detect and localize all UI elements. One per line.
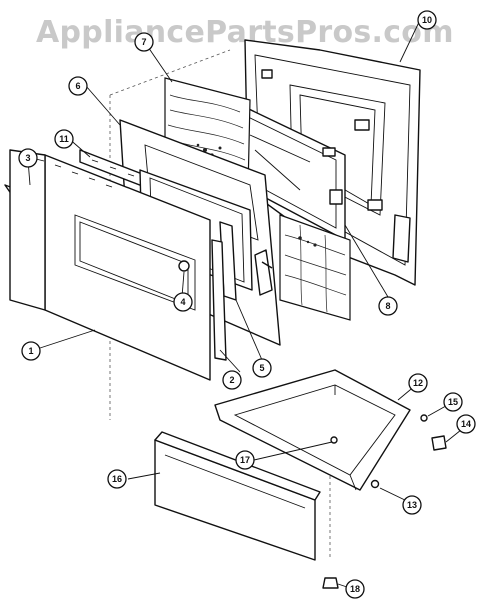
- glass-pack-part[interactable]: [229, 99, 346, 241]
- svg-text:18: 18: [350, 584, 360, 594]
- svg-text:12: 12: [413, 378, 423, 388]
- callout-18[interactable]: 18: [345, 579, 365, 599]
- door-gasket-part[interactable]: [359, 58, 463, 271]
- svg-text:2: 2: [229, 375, 234, 385]
- svg-text:13: 13: [407, 500, 417, 510]
- outer-door-panel-part[interactable]: [9, 149, 211, 381]
- callout-10[interactable]: 10: [417, 10, 437, 30]
- callout-5[interactable]: 5: [252, 358, 272, 378]
- screw-15-part[interactable]: [420, 414, 428, 422]
- callout-16[interactable]: 16: [107, 469, 127, 489]
- callout-15[interactable]: 15: [443, 392, 463, 412]
- svg-text:6: 6: [75, 81, 80, 91]
- drawer-body-part[interactable]: [214, 369, 411, 491]
- callout-7[interactable]: 7: [134, 32, 154, 52]
- callout-11[interactable]: 11: [54, 129, 74, 149]
- svg-text:16: 16: [112, 474, 122, 484]
- screw-17-part[interactable]: [330, 436, 338, 444]
- callout-8[interactable]: 8: [378, 296, 398, 316]
- svg-text:15: 15: [448, 397, 458, 407]
- callout-13[interactable]: 13: [402, 495, 422, 515]
- callout-3[interactable]: 3: [18, 148, 38, 168]
- callout-14[interactable]: 14: [456, 414, 476, 434]
- svg-text:8: 8: [385, 301, 390, 311]
- svg-text:14: 14: [461, 419, 471, 429]
- callout-17[interactable]: 17: [235, 450, 255, 470]
- svg-text:1: 1: [28, 346, 33, 356]
- clip-14-part[interactable]: [431, 435, 447, 451]
- svg-text:3: 3: [25, 153, 30, 163]
- knob-part[interactable]: [178, 260, 190, 272]
- lower-insulation-part[interactable]: [279, 214, 351, 321]
- svg-text:5: 5: [259, 363, 264, 373]
- callout-1[interactable]: 1: [21, 341, 41, 361]
- leveling-foot-part[interactable]: [322, 577, 339, 589]
- callout-4[interactable]: 4: [173, 292, 193, 312]
- svg-text:7: 7: [141, 37, 146, 47]
- roller-13-part[interactable]: [370, 479, 380, 489]
- callout-6[interactable]: 6: [68, 76, 88, 96]
- svg-text:17: 17: [240, 455, 250, 465]
- svg-text:10: 10: [422, 15, 432, 25]
- svg-text:11: 11: [59, 134, 69, 144]
- svg-text:4: 4: [180, 297, 185, 307]
- leader-lines: [27, 19, 467, 590]
- side-bracket-part[interactable]: [211, 239, 227, 361]
- callout-2[interactable]: 2: [222, 370, 242, 390]
- callout-12[interactable]: 12: [408, 373, 428, 393]
